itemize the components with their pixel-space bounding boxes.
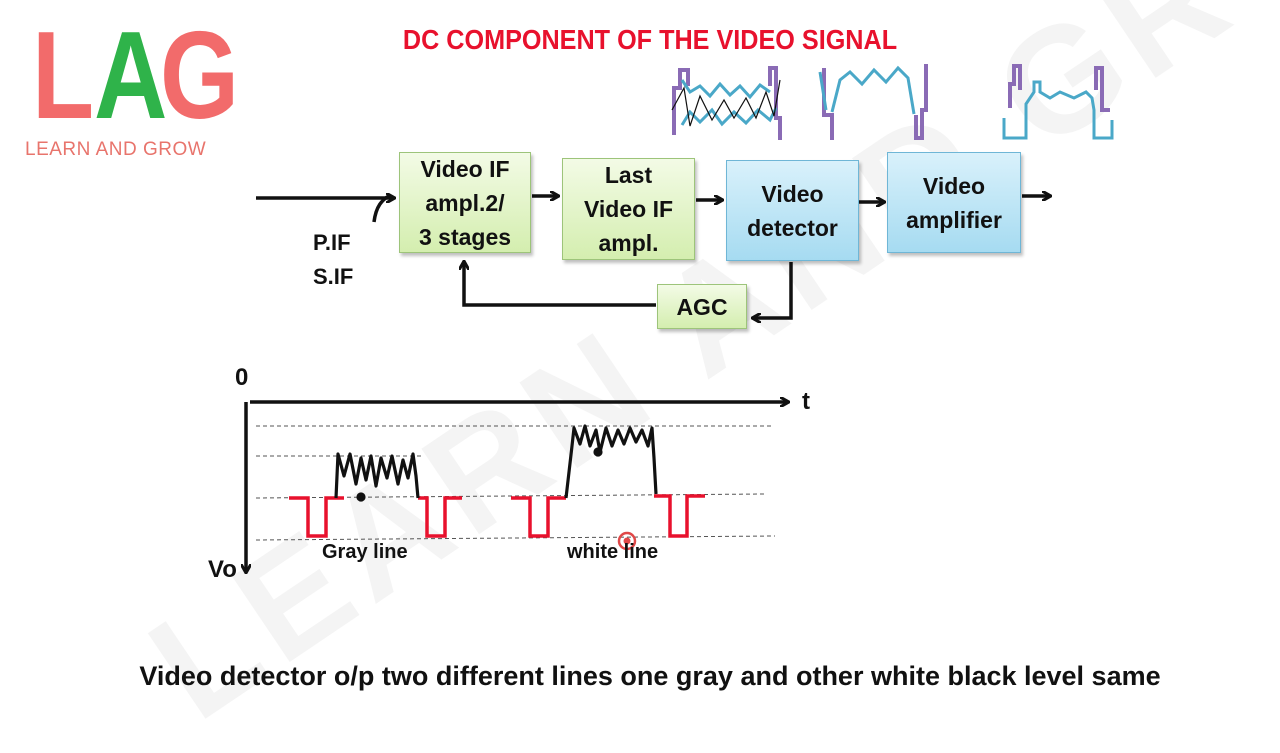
logo-letter-a: A bbox=[94, 7, 168, 145]
reference-levels bbox=[255, 425, 776, 541]
gray-line-signal bbox=[334, 452, 420, 499]
cursor-indicator bbox=[617, 531, 637, 551]
graph-y-label: Vo bbox=[208, 556, 237, 583]
waveform-1-teal bbox=[680, 79, 778, 127]
detector-to-agc bbox=[753, 262, 793, 318]
waveform-1-black bbox=[671, 79, 781, 127]
sync-pulse-1 bbox=[289, 496, 344, 538]
logo-letter-l: L bbox=[32, 7, 95, 145]
waveform-3-purple bbox=[1008, 64, 1110, 112]
waveform-3-teal bbox=[1002, 80, 1114, 140]
video-if-amplifier-block: Video IF ampl.2/ 3 stages bbox=[399, 152, 531, 253]
graph-x-label: t bbox=[802, 388, 810, 415]
page-title: DC COMPONENT OF THE VIDEO SIGNAL bbox=[402, 24, 898, 55]
output-graph bbox=[246, 402, 788, 572]
sync-pulse-4 bbox=[654, 494, 705, 538]
gray-line-label: Gray line bbox=[322, 541, 408, 563]
last-video-if-block: Last Video IF ampl. bbox=[562, 158, 695, 260]
video-amplifier-block: Video amplifier bbox=[887, 152, 1021, 253]
signal-dot bbox=[593, 447, 603, 457]
agc-to-if bbox=[464, 262, 656, 307]
diagram-canvas bbox=[0, 64, 1114, 720]
white-line-signal bbox=[564, 424, 658, 499]
signal-dot bbox=[356, 492, 366, 502]
graph-origin-label: 0 bbox=[235, 364, 249, 391]
video-signals bbox=[334, 424, 658, 502]
input-curve bbox=[372, 193, 391, 223]
sync-pulses bbox=[289, 494, 705, 538]
logo-subtitle: LEARN AND GROW bbox=[25, 139, 207, 160]
logo-letter-g: G bbox=[160, 7, 240, 145]
input-label-sif: S.IF bbox=[313, 264, 354, 289]
waveform-illustrations bbox=[671, 64, 1114, 140]
sync-pulse-2 bbox=[418, 496, 462, 538]
waveform-2-teal bbox=[818, 65, 916, 115]
waveform-1-purple bbox=[672, 66, 782, 140]
agc-block: AGC bbox=[657, 284, 747, 329]
white-line-label: white line bbox=[567, 541, 659, 563]
video-detector-block: Video detector bbox=[726, 160, 859, 261]
caption: Video detector o/p two different lines o… bbox=[139, 661, 1161, 691]
sync-pulse-3 bbox=[511, 496, 566, 538]
input-label-pif: P.IF bbox=[313, 230, 351, 255]
block-diagram-connectors bbox=[256, 195, 1050, 318]
